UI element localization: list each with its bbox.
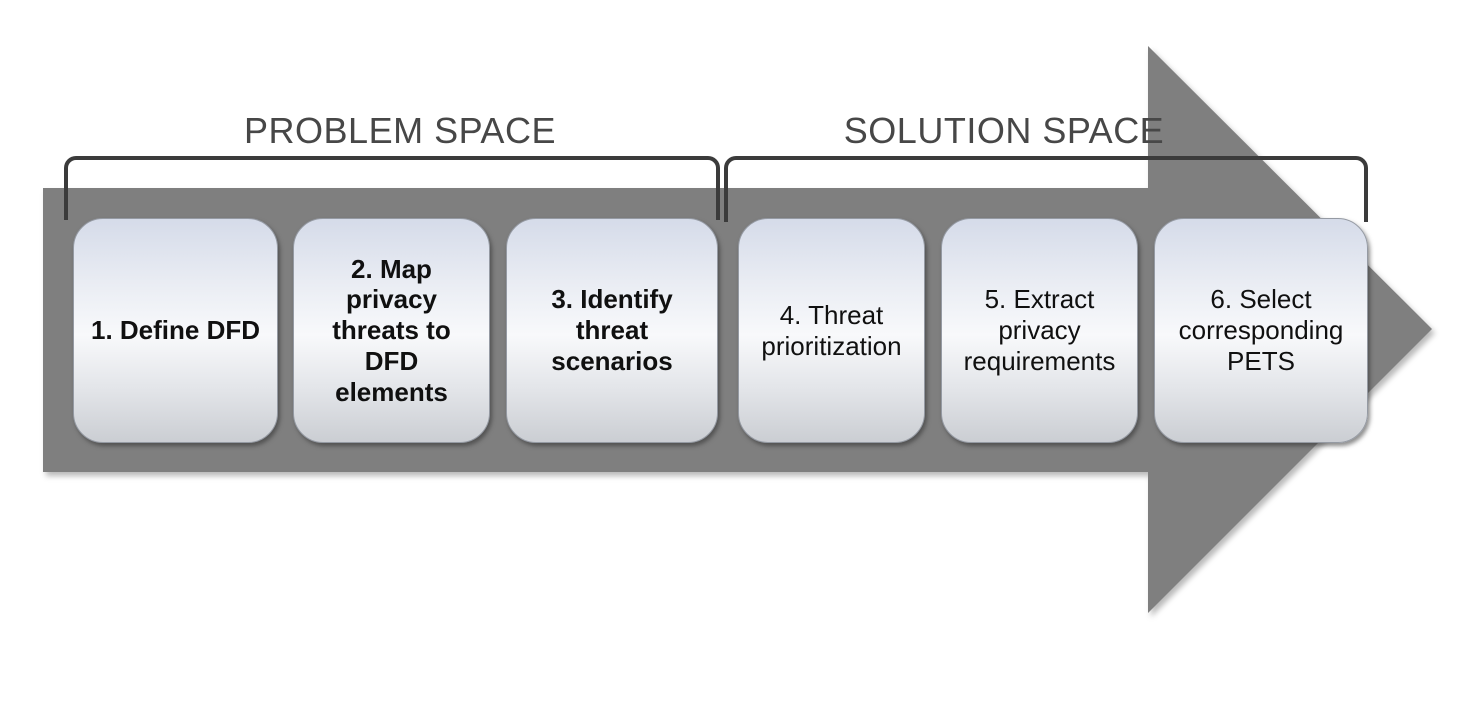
problem-space-label: PROBLEM SPACE bbox=[244, 110, 556, 151]
step-box-4-threat-prioritization: 4. Threat prioritization bbox=[738, 218, 925, 443]
step-1-label: 1. Define DFD bbox=[90, 315, 261, 346]
step-box-1-define-dfd: 1. Define DFD bbox=[73, 218, 278, 443]
step-box-3-identify-threat-scenarios: 3. Identify threat scenarios bbox=[506, 218, 718, 443]
step-6-label: 6. Select corresponding PETS bbox=[1178, 284, 1344, 376]
step-box-6-select-corresponding-pets: 6. Select corresponding PETS bbox=[1154, 218, 1368, 443]
step-box-5-extract-privacy-requirements: 5. Extract privacy requirements bbox=[941, 218, 1138, 443]
right-arrow-polygon bbox=[43, 46, 1432, 613]
solution-space-bracket bbox=[724, 156, 1368, 222]
solution-space-label: SOLUTION SPACE bbox=[843, 110, 1165, 151]
step-box-2-map-privacy-threats: 2. Map privacy threats to DFD elements bbox=[293, 218, 490, 443]
problem-space-bracket bbox=[64, 156, 720, 220]
step-5-label: 5. Extract privacy requirements bbox=[963, 284, 1116, 376]
step-4-label: 4. Threat prioritization bbox=[761, 299, 902, 361]
step-2-label: 2. Map privacy threats to DFD elements bbox=[332, 253, 451, 407]
step-3-label: 3. Identify threat scenarios bbox=[551, 284, 673, 376]
